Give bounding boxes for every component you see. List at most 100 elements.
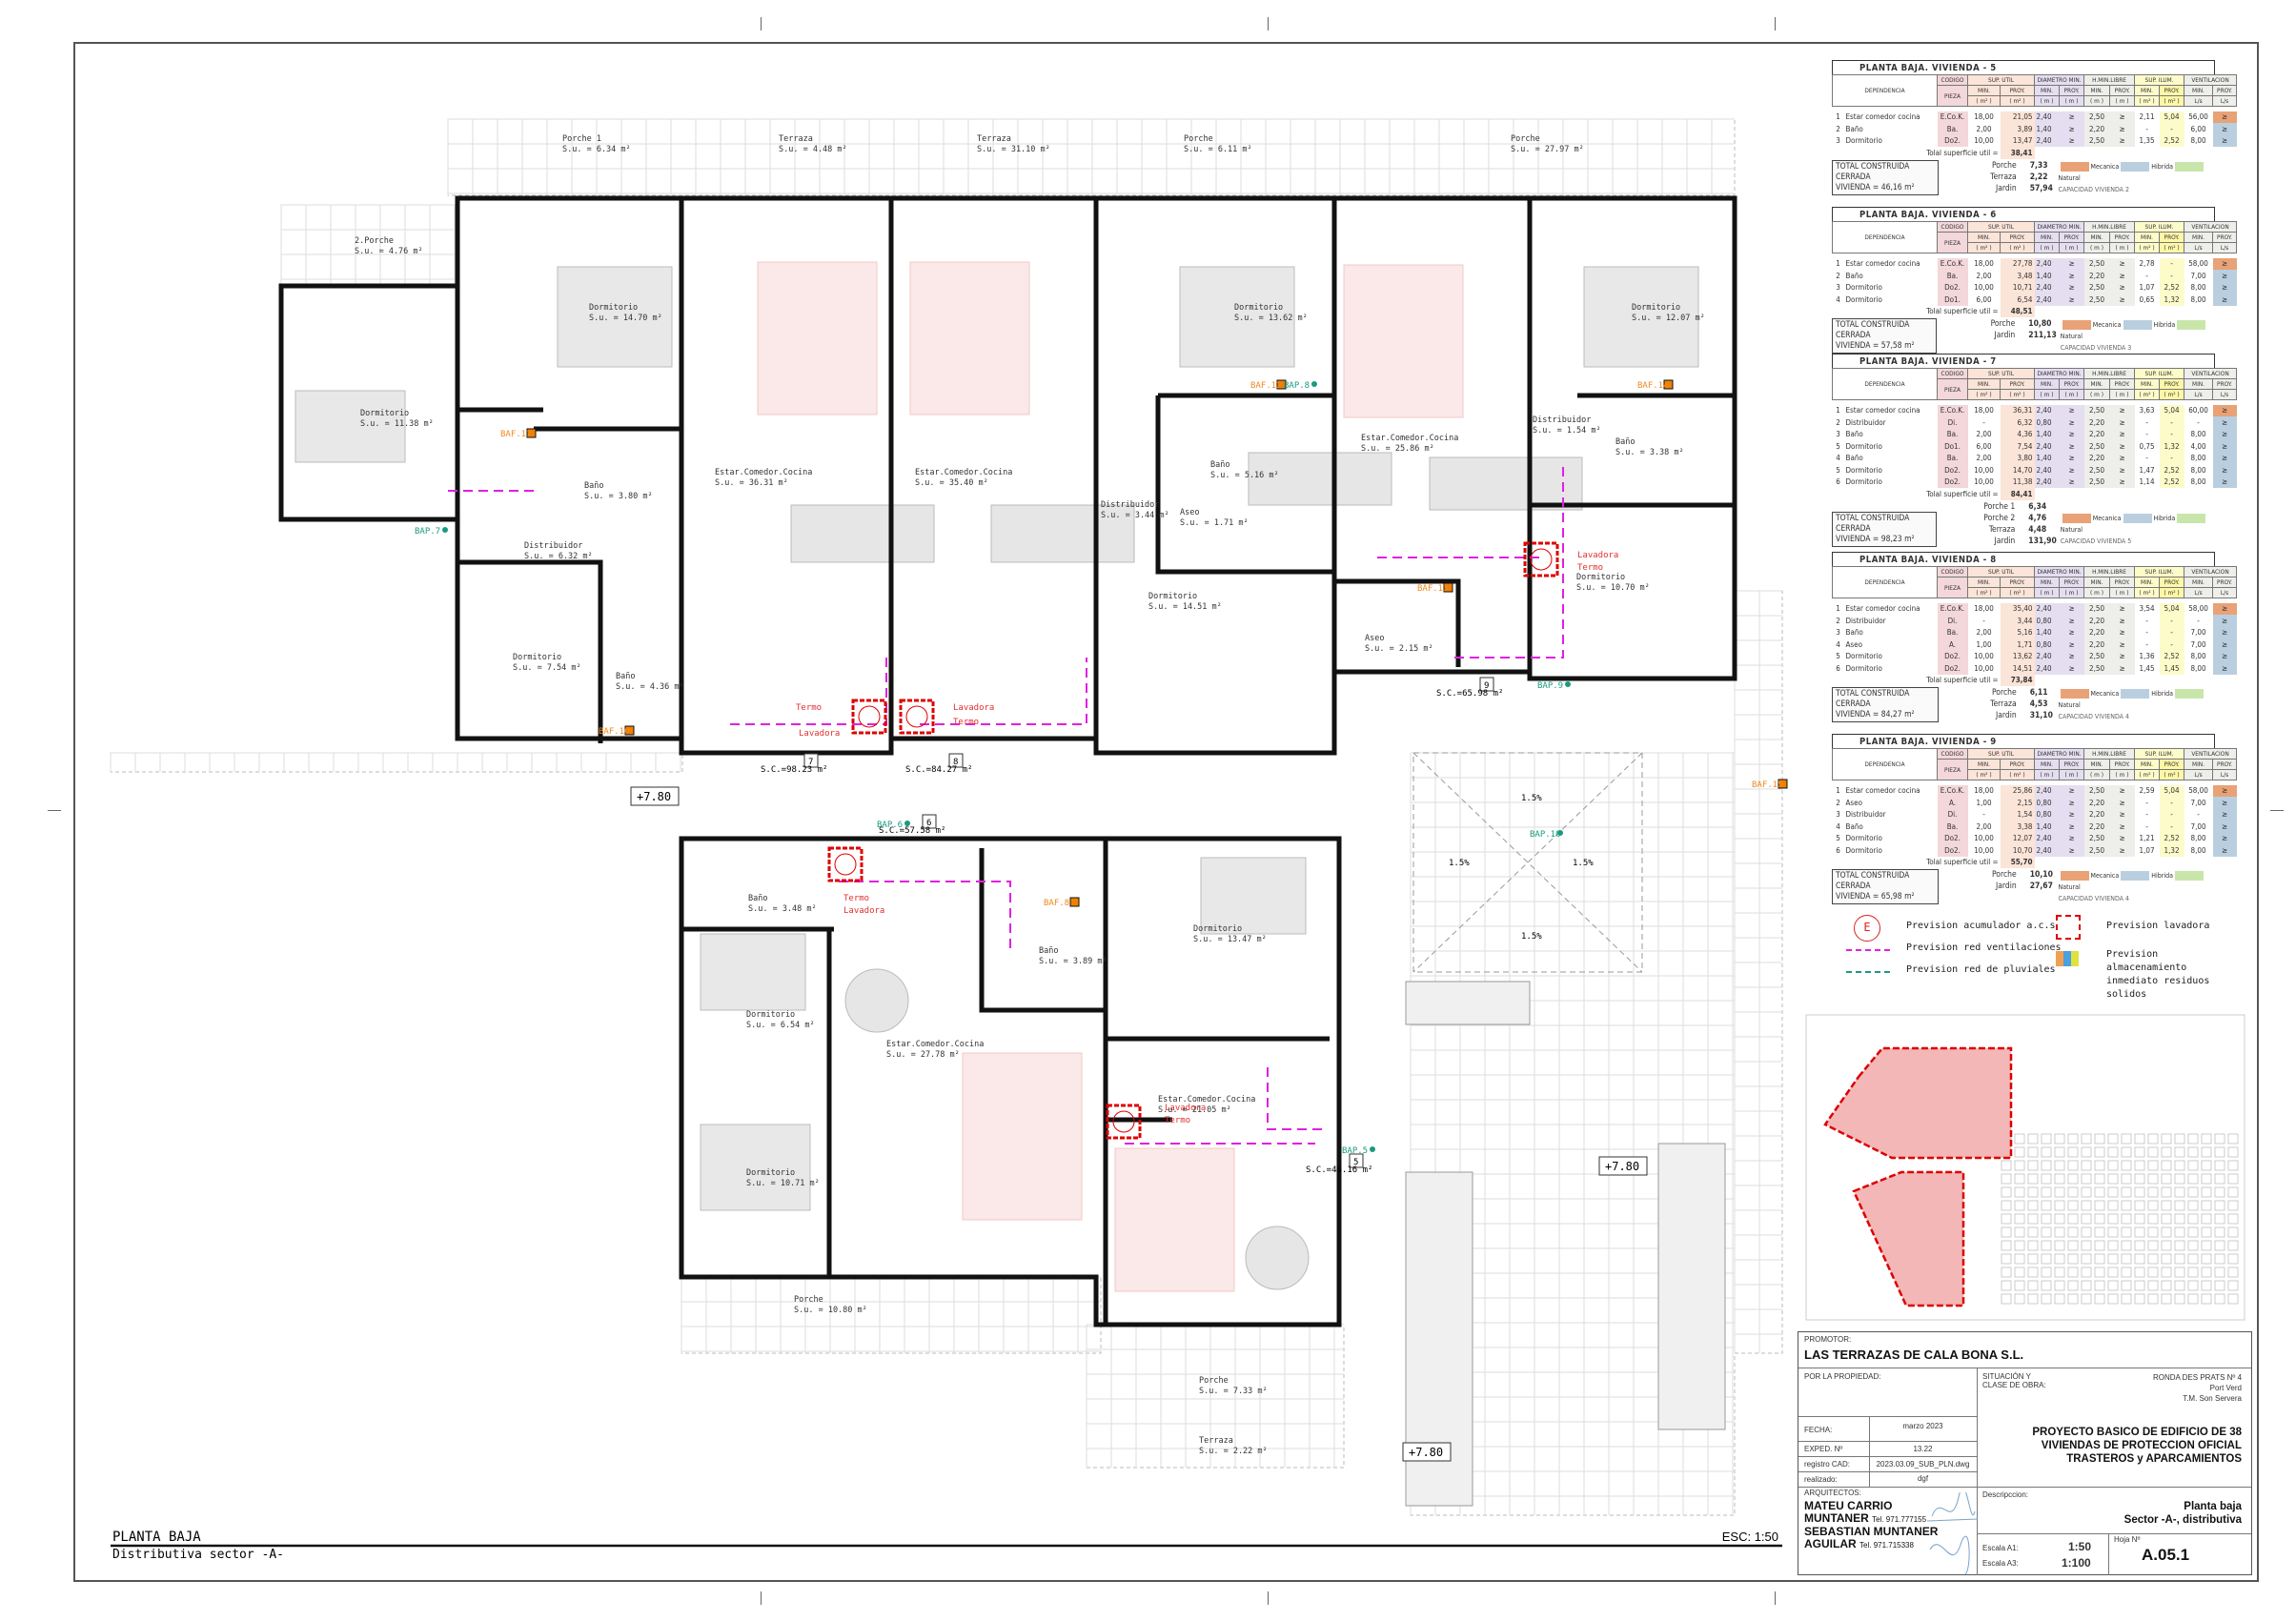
bap-marker [1311, 381, 1317, 387]
unit-header: ( m² ) [2159, 769, 2185, 780]
dependencia-header: DEPENDENCIA [1831, 368, 1939, 400]
rug [1343, 264, 1464, 418]
paved-area [681, 1276, 1102, 1354]
bap-label: BAP.8 [1284, 381, 1310, 391]
key-building-cell [2041, 1173, 2052, 1185]
swatch-label: Mecanica [2092, 514, 2122, 522]
group-header: H.MIN.LIBRE [2083, 221, 2136, 233]
key-building-cell [2147, 1173, 2159, 1185]
ilum-proy: - [2159, 123, 2184, 135]
extra-value: 27,67 [2029, 881, 2053, 891]
vent-min: 4,00 [2190, 441, 2206, 451]
realizado-label: realizado: [1804, 1475, 1838, 1484]
sub-header: PROY. [2159, 759, 2185, 770]
total-construida-label: TOTAL CONSTRUIDA CERRADA [1836, 689, 1910, 709]
diam-proy: ≥ [2059, 797, 2084, 809]
hmin-proy: ≥ [2109, 662, 2135, 675]
key-building-cell [2147, 1200, 2159, 1211]
sup-min: 1,00 [1976, 639, 1992, 649]
unit-header: ( m² ) [2159, 242, 2185, 253]
swatch-mecanica [2060, 689, 2089, 699]
propiedad-label: POR LA PROPIEDAD: [1804, 1372, 1881, 1381]
room-name: Dormitorio [1845, 834, 1882, 843]
key-building-cell [2014, 1186, 2025, 1198]
key-building-cell [2147, 1266, 2159, 1278]
unit-header: ( m² ) [2159, 389, 2185, 400]
swatch-label: Mecanica [2090, 872, 2120, 880]
key-building-cell [2214, 1280, 2225, 1291]
room-code: E.Co.K. [1937, 404, 1968, 416]
swatch-mecanica [2062, 320, 2091, 330]
key-building-cell [2187, 1253, 2199, 1265]
ilum-proy: 2,52 [2159, 476, 2184, 488]
diam-min: 0,80 [2034, 808, 2060, 821]
vent-min: 56,00 [2188, 112, 2208, 122]
key-building-cell [2054, 1200, 2065, 1211]
codigo-header: CODIGO [1937, 368, 1969, 379]
sup-min: 10,00 [1974, 652, 1994, 661]
key-building-cell [2001, 1200, 2012, 1211]
key-building-cell [2001, 1266, 2012, 1278]
codigo-header: CODIGO [1937, 74, 1969, 86]
extra-value: 211,13 [2028, 331, 2057, 340]
escala-a3-label: Escala A3: [1982, 1559, 2019, 1568]
key-building-cell [2041, 1213, 2052, 1225]
ilum-min: - [2145, 616, 2148, 625]
room-code: Ba. [1937, 270, 1968, 282]
vent-proy: ≥ [2212, 626, 2237, 638]
codigo-header: CODIGO [1937, 221, 1969, 233]
swatch-hibrida [2121, 689, 2150, 699]
ilum-proy: - [2159, 615, 2184, 627]
vent-proy: ≥ [2212, 257, 2237, 270]
key-building-cell [2174, 1146, 2185, 1158]
bap-marker [1370, 1146, 1375, 1152]
ilum-min: - [2145, 417, 2148, 427]
ilum-min: - [2145, 639, 2148, 649]
sub-header: MIN. [1967, 378, 2001, 390]
key-building-cell [2107, 1146, 2119, 1158]
row-number: 4 [1836, 454, 1840, 463]
wall [278, 195, 1737, 756]
swatch-mecanica [2060, 871, 2089, 881]
key-building-cell [2147, 1240, 2159, 1251]
swatch-label: Hibrida [2151, 162, 2173, 171]
key-building-cell [2027, 1133, 2039, 1145]
unit-number-box [922, 814, 937, 829]
pieza-header: PIEZA [1937, 759, 1969, 780]
key-building-cell [2081, 1253, 2092, 1265]
vent-proy: ≥ [2212, 428, 2237, 440]
key-building-cell [2001, 1160, 2012, 1171]
paved-area [110, 752, 683, 773]
key-building-cell [2041, 1160, 2052, 1171]
key-building-cell [2134, 1293, 2145, 1305]
ilum-min: - [2145, 124, 2148, 133]
sup-min: 2,00 [1976, 271, 1992, 280]
vent-proy: ≥ [2212, 476, 2237, 488]
room-name: Baño [1845, 628, 1863, 638]
key-building-cell [2214, 1253, 2225, 1265]
key-building-cell [2201, 1173, 2212, 1185]
room-code: E.Co.K. [1937, 257, 1968, 270]
unit-header: L/s [2184, 95, 2214, 107]
sub-header: MIN. [1967, 759, 2001, 770]
architect-1-phone: Tel. 971.777155 [1872, 1515, 1927, 1524]
vent-min: - [2197, 417, 2200, 427]
key-building-cell [2214, 1160, 2225, 1171]
vent-min: 7,00 [2190, 798, 2206, 807]
key-building-cell [2214, 1173, 2225, 1185]
unit-header: ( m ) [2109, 95, 2136, 107]
group-header: VENTILACION [2184, 74, 2238, 86]
unit-header: ( m ) [2059, 242, 2085, 253]
unit-number-box [803, 753, 819, 768]
key-building-cell [2014, 1240, 2025, 1251]
ilum-min: - [2145, 454, 2148, 463]
